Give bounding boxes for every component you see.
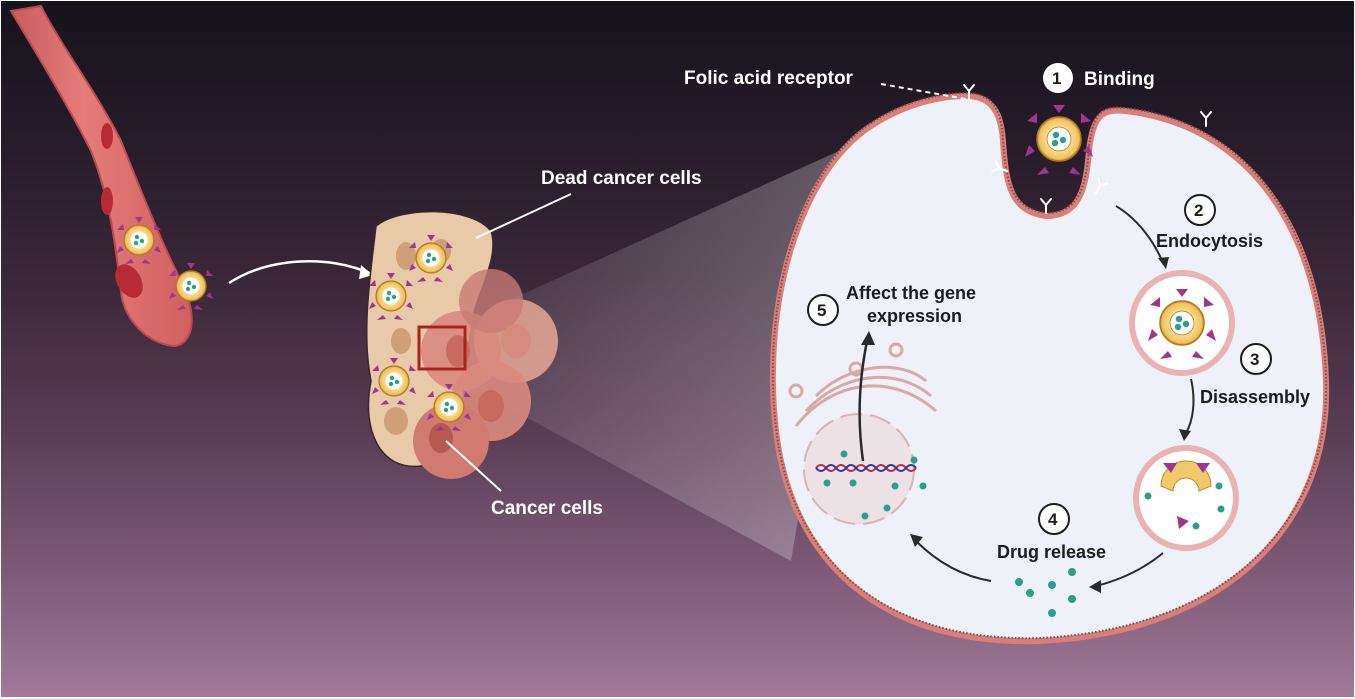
cancer-cells-label: Cancer cells (491, 498, 603, 519)
folic-acid-receptor-icon (1040, 198, 1052, 214)
blood-vessel (9, 4, 193, 348)
cancer-cells-pointer (445, 440, 502, 492)
step-1-number: 1 (1052, 69, 1061, 88)
zoom-region-box (417, 325, 467, 371)
step-4-badge (1038, 503, 1070, 535)
step-3-badge (1240, 343, 1272, 375)
step-5-number: 5 (817, 301, 826, 320)
step-1-badge (1043, 63, 1073, 93)
arrow-gene-expression (858, 340, 869, 462)
arrow-to-nucleus (915, 540, 992, 582)
nuclear-drug (823, 450, 927, 520)
red-blood-cell (101, 123, 113, 149)
folic-acid-receptor-icon (1200, 111, 1212, 127)
released-drug (1015, 568, 1076, 617)
arrow-to-tumor (228, 260, 370, 285)
red-blood-cell (101, 187, 113, 215)
arrow-drug-release (1095, 552, 1164, 587)
red-blood-cell (115, 264, 143, 298)
folic-acid-receptor-label: Folic acid receptor (684, 68, 854, 89)
step-4-label: Drug release (997, 542, 1106, 562)
arrow-head (359, 265, 373, 279)
nanoparticle-binding (1024, 104, 1094, 176)
step-5-label-line2: expression (867, 306, 962, 326)
step-5-label-line1: Affect the gene (846, 283, 976, 303)
step-2-number: 2 (1194, 201, 1203, 220)
tumor-cluster (365, 210, 558, 479)
disassembled-endosome (1133, 445, 1239, 551)
receptor-pointer (880, 83, 967, 100)
step-3-label: Disassembly (1200, 387, 1310, 407)
step-1-label: Binding (1084, 69, 1155, 90)
step-2-badge (1184, 194, 1216, 226)
dead-cancer-cells-label: Dead cancer cells (541, 168, 702, 189)
arrow-disassembly (1185, 378, 1195, 434)
step-3-number: 3 (1250, 350, 1259, 369)
step-5-badge (807, 294, 839, 326)
step-2-label: Endocytosis (1156, 231, 1263, 251)
dead-cells-pointer (475, 193, 572, 239)
zoom-beam (441, 141, 861, 561)
cancer-cells-group (413, 269, 558, 479)
step-4-number: 4 (1048, 510, 1058, 529)
